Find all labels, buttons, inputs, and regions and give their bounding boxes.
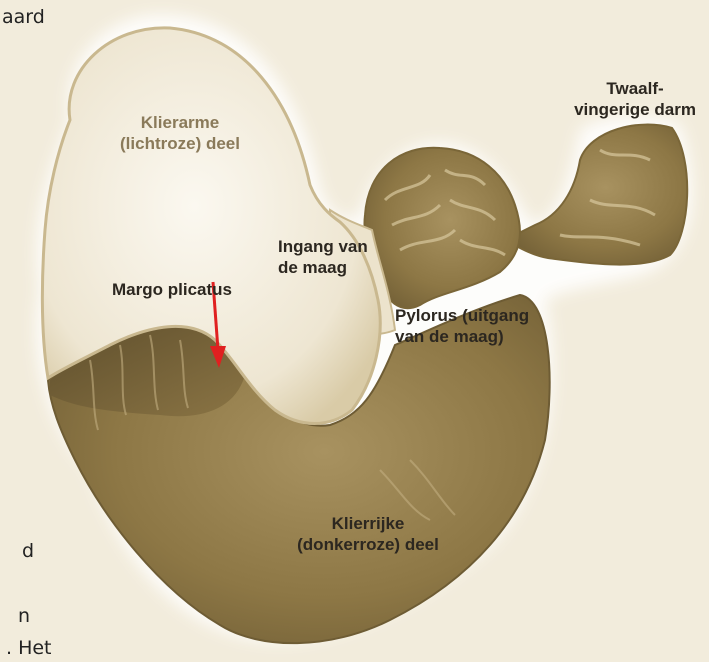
label-glandular-line-1: Klierrijke <box>283 513 453 534</box>
label-glandless-region: Klierarme (lichtroze) deel <box>95 112 265 154</box>
label-duodenum-line-1: Twaalf- <box>560 78 709 99</box>
label-margo-plicatus: Margo plicatus <box>92 279 252 300</box>
duodenum <box>505 125 687 265</box>
label-entrance: Ingang van de maag <box>278 236 368 278</box>
clipped-text-bottom-2: n <box>18 605 30 627</box>
label-entrance-line-2: de maag <box>278 257 368 278</box>
clipped-text-top: aard <box>2 6 45 28</box>
clipped-text-bottom-1: d <box>22 540 34 562</box>
label-pylorus-line-2: van de maag) <box>395 326 545 347</box>
label-glandless-line-2: (lichtroze) deel <box>95 133 265 154</box>
label-entrance-line-1: Ingang van <box>278 236 368 257</box>
label-pylorus-line-1: Pylorus (uitgang <box>395 305 545 326</box>
label-duodenum: Twaalf- vingerige darm <box>560 78 709 120</box>
label-duodenum-line-2: vingerige darm <box>560 99 709 120</box>
label-pylorus: Pylorus (uitgang van de maag) <box>395 305 545 347</box>
label-glandless-line-1: Klierarme <box>95 112 265 133</box>
label-glandular-line-2: (donkerroze) deel <box>283 534 453 555</box>
label-glandular-region: Klierrijke (donkerroze) deel <box>283 513 453 555</box>
clipped-text-bottom-3: . Het <box>6 637 52 659</box>
